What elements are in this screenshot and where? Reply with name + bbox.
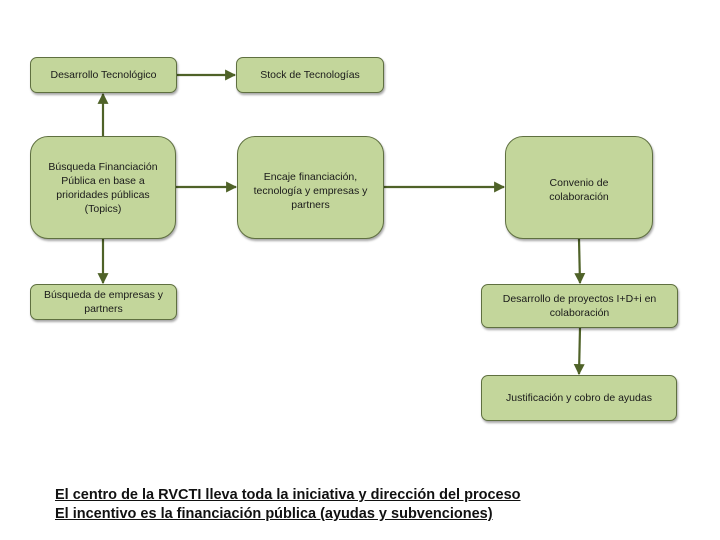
node-label: Búsqueda de empresas y partners <box>43 289 164 315</box>
node-encaje: Encaje financiación, tecnología y empres… <box>237 136 384 239</box>
node-justificacion: Justificación y cobro de ayudas <box>481 375 677 421</box>
footer-notes: El centro de la RVCTI lleva toda la inic… <box>55 486 521 524</box>
node-stock-tecnologias: Stock de Tecnologías <box>236 57 384 93</box>
node-label: Desarrollo Tecnológico <box>50 69 157 81</box>
node-desarrollo-proyectos: Desarrollo de proyectos I+D+i en colabor… <box>481 284 678 328</box>
node-label: Encaje financiación, tecnología y empres… <box>253 171 368 211</box>
node-desarrollo-tecnologico: Desarrollo Tecnológico <box>30 57 177 93</box>
node-busqueda-empresas: Búsqueda de empresas y partners <box>30 284 177 320</box>
arrow-convenio-to-proyectos <box>574 238 586 285</box>
node-label: Justificación y cobro de ayudas <box>506 392 652 404</box>
node-label: Búsqueda Financiación Pública en base a … <box>48 160 158 215</box>
footer-line-1: El centro de la RVCTI lleva toda la inic… <box>55 487 521 503</box>
node-convenio: Convenio de colaboración <box>505 136 653 239</box>
node-label: Convenio de colaboración <box>549 177 609 203</box>
node-label: Stock de Tecnologías <box>260 69 360 81</box>
node-busqueda-financiacion: Búsqueda Financiación Pública en base a … <box>30 136 176 239</box>
node-label: Desarrollo de proyectos I+D+i en colabor… <box>502 293 657 319</box>
footer-line-2: El incentivo es la financiación pública … <box>55 506 493 522</box>
arrow-proyectos-to-justificacion <box>573 327 585 376</box>
